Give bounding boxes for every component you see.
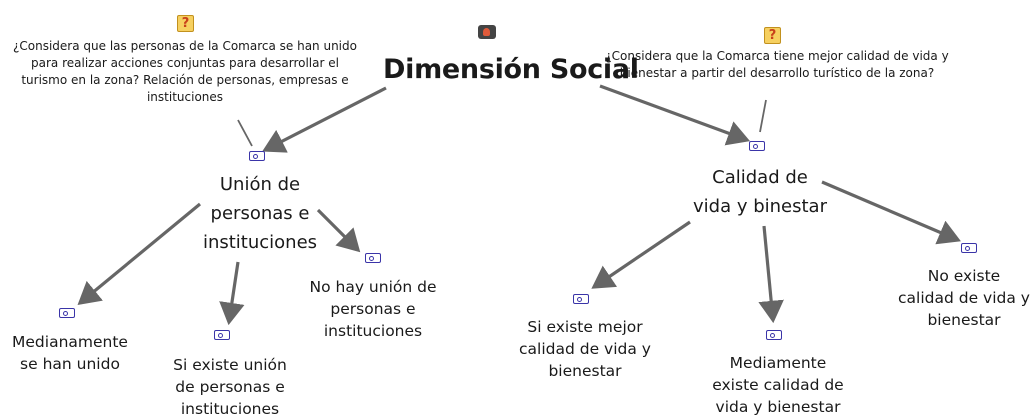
code-tag-icon [749,141,765,151]
edge-union-to-si-union [219,261,245,326]
code-label-line: Si existe unión [173,356,287,374]
memo-line: turismo en la zona? Relación de personas… [21,73,349,87]
memo-question-icon[interactable]: ? [177,15,194,32]
network-view-icon [478,25,496,39]
code-tag-icon [573,294,589,304]
code-label-line: se han unido [20,355,120,373]
code-label-line: instituciones [323,322,423,340]
code-label-line: bienestar [548,362,622,380]
code-label-line: Si existe mejor [527,318,643,336]
code-node-si-union[interactable]: Si existe unión de personas e institucio… [155,354,305,420]
code-label-line: Unión de [219,174,301,195]
edge-calidad-to-mediamente [758,225,784,324]
code-tag-icon [214,330,230,340]
memo-line: para realizar acciones conjuntas para de… [31,56,339,70]
code-label-line: personas e [210,203,310,224]
code-label-line: existe calidad de [712,376,844,394]
code-label-line: Calidad de [712,167,808,188]
code-tag-icon [766,330,782,340]
code-label-line: de personas e [175,378,285,396]
edge-dimension-to-union [262,86,387,153]
edge-calidad-to-no-calidad [821,180,961,245]
root-node-dimension-social[interactable]: Dimensión Social [383,54,639,85]
memo-line: bienestar a partir del desarrollo turíst… [619,66,935,80]
code-label-line: No hay unión de [309,278,437,296]
code-node-mediamente[interactable]: Mediamente existe calidad de vida y bien… [698,352,858,418]
code-node-no-union[interactable]: No hay unión de personas e instituciones [298,276,448,342]
code-tag-icon [249,151,265,161]
edge-union-to-medianamente [77,202,202,306]
edge-memo-left-to-union [237,119,253,147]
edge-memo-right-to-calidad [759,99,767,133]
code-node-no-calidad[interactable]: No existe calidad de vida y bienestar [893,265,1035,331]
memo-right-question[interactable]: ¿Considera que la Comarca tiene mejor ca… [588,48,966,82]
code-label-line: Medianamente [12,333,128,351]
code-label-line: instituciones [180,400,280,418]
code-node-calidad[interactable]: Calidad de vida y binestar [680,163,840,221]
memo-line: ¿Considera que la Comarca tiene mejor ca… [605,49,949,63]
edge-union-to-no-union [316,208,361,253]
code-node-union[interactable]: Unión de personas e instituciones [180,170,340,257]
memo-line: ¿Considera que las personas de la Comarc… [13,39,357,53]
code-label-line: personas e [330,300,416,318]
code-node-medianamente[interactable]: Medianamente se han unido [0,331,140,375]
code-label-line: calidad de vida y [898,289,1030,307]
code-label-line: calidad de vida y [519,340,651,358]
edge-calidad-to-si-calidad [591,220,691,289]
code-label-line: vida y bienestar [715,398,841,416]
edge-dimension-to-calidad [599,84,751,146]
code-tag-icon [59,308,75,318]
code-label-line: bienestar [927,311,1001,329]
code-tag-icon [961,243,977,253]
code-tag-icon [365,253,381,263]
code-label-line: instituciones [202,232,318,253]
code-node-si-calidad[interactable]: Si existe mejor calidad de vida y bienes… [505,316,665,382]
memo-left-question[interactable]: ¿Considera que las personas de la Comarc… [5,38,365,106]
memo-line: instituciones [146,90,224,104]
code-label-line: No existe [927,267,1001,285]
memo-question-icon[interactable]: ? [764,27,781,44]
code-label-line: vida y binestar [693,196,827,217]
code-label-line: Mediamente [729,354,827,372]
